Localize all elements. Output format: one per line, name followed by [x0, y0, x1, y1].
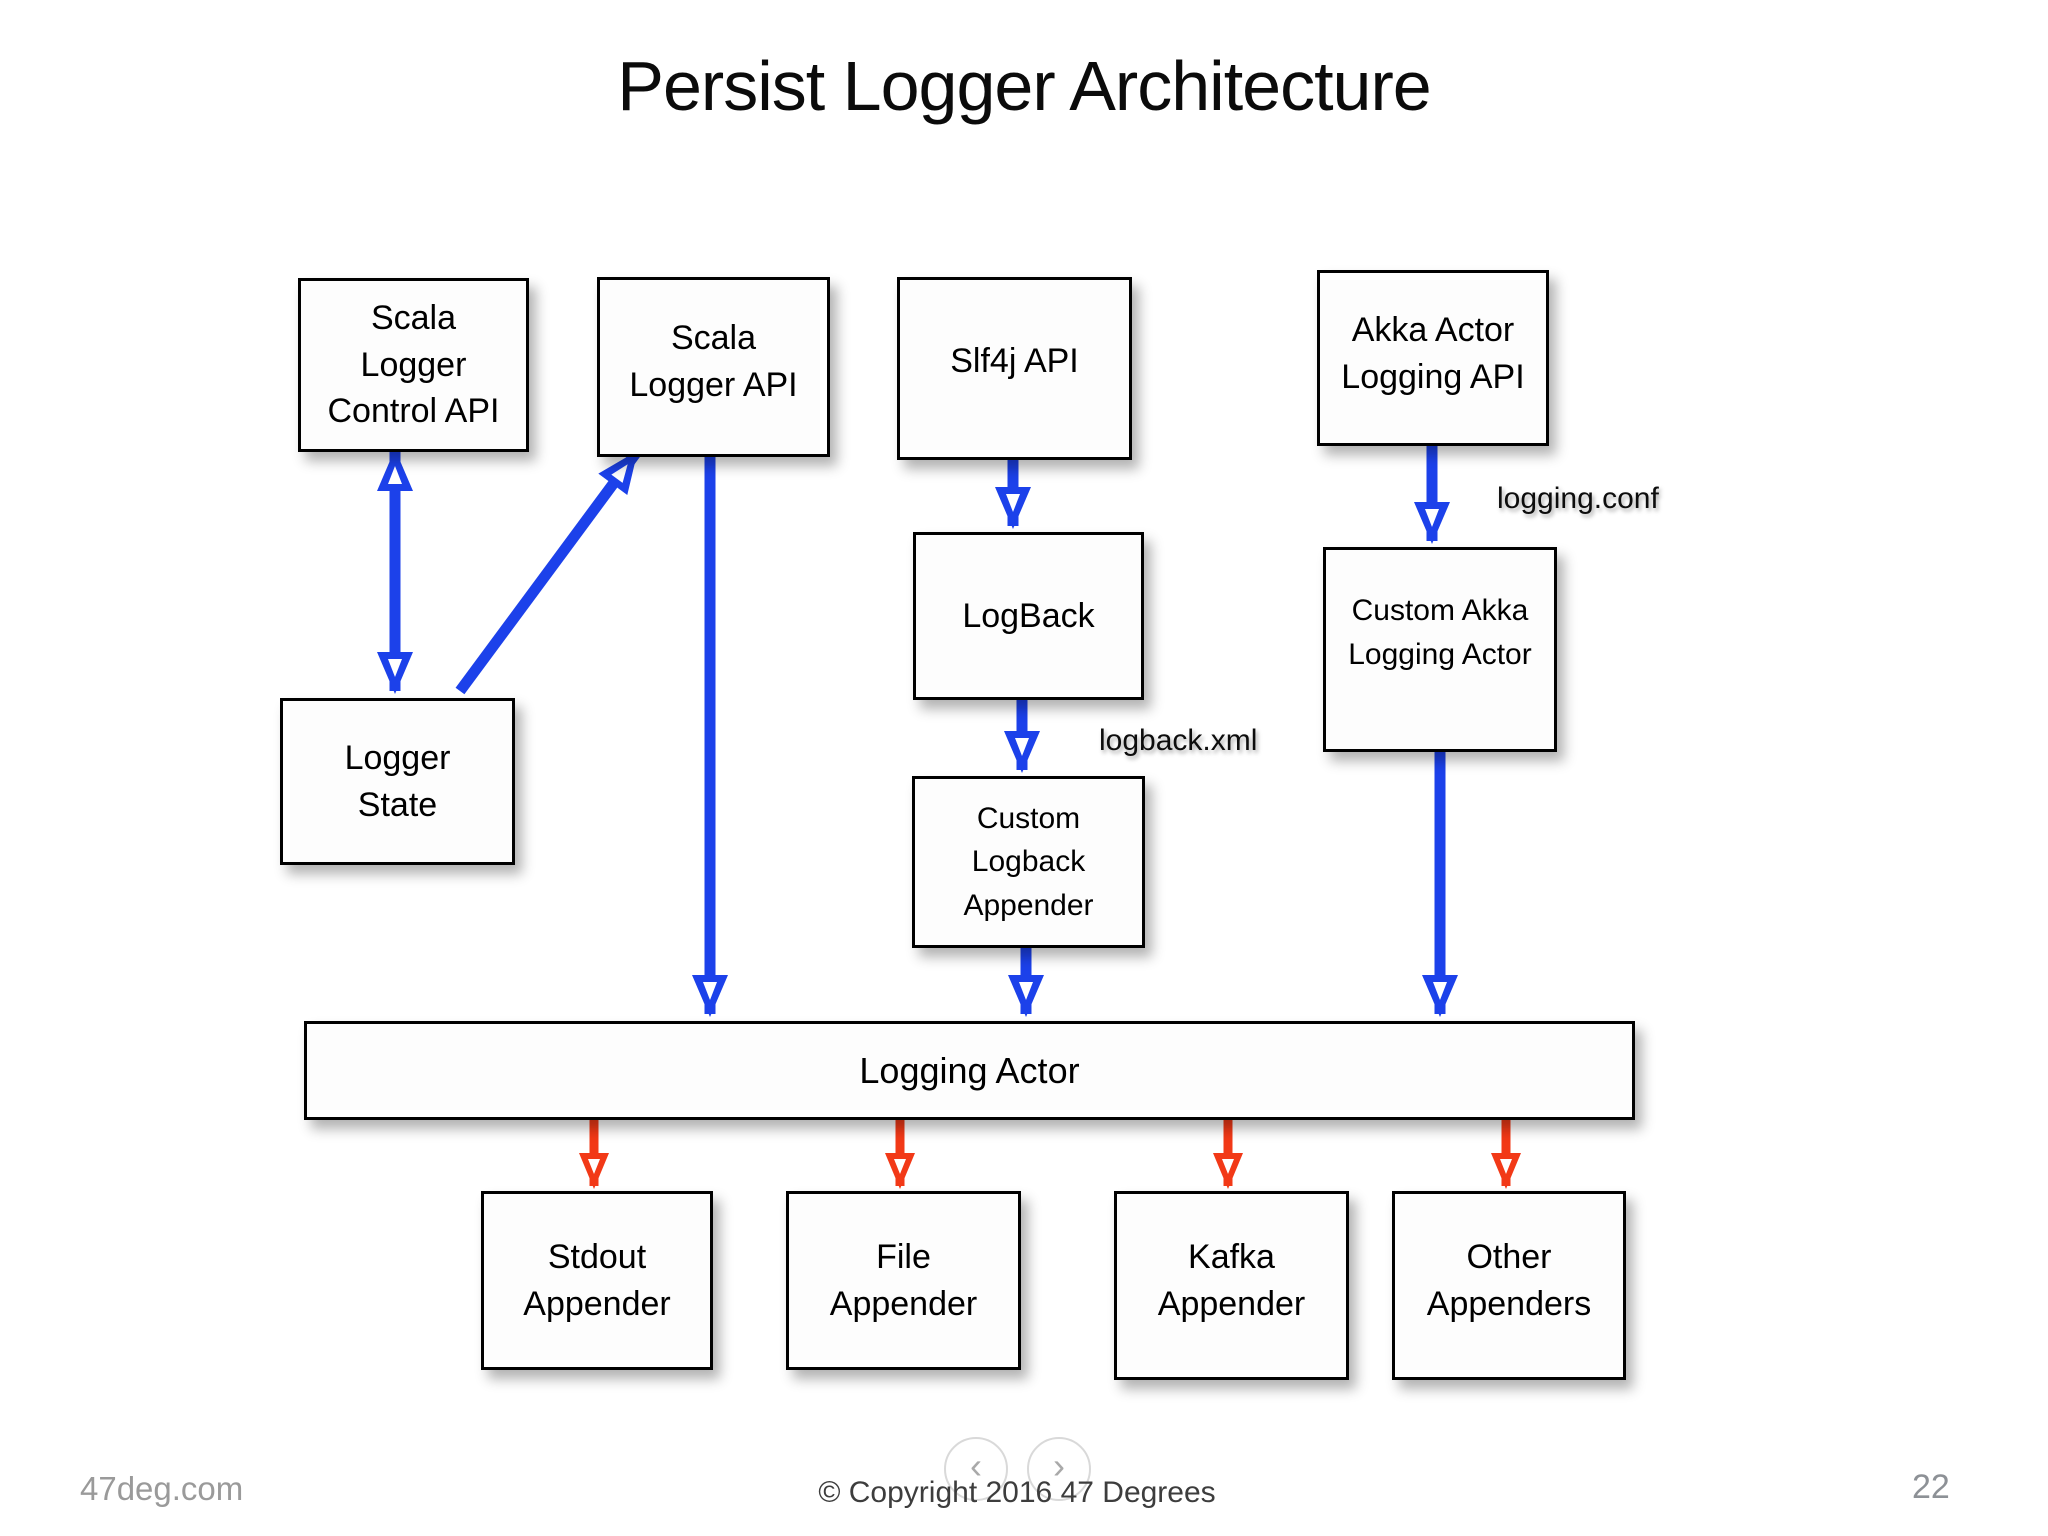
footer-copyright: © Copyright 2016 47 Degrees — [818, 1476, 1216, 1509]
page-number: 22 — [1912, 1468, 1950, 1506]
label-logback-xml: logback.xml — [1099, 724, 1258, 757]
next-slide-button[interactable]: › — [1027, 1437, 1091, 1501]
node-akka-actor-logging-api: Akka Actor Logging API — [1317, 270, 1549, 446]
edge-logger-state-scala-logger-api — [455, 449, 641, 695]
node-logger-state: Logger State — [280, 698, 515, 865]
node-logback: LogBack — [913, 532, 1144, 700]
node-other-appenders: Other Appenders — [1392, 1191, 1626, 1380]
prev-slide-button[interactable]: ‹ — [944, 1437, 1008, 1501]
label-logging-conf: logging.conf — [1497, 482, 1659, 515]
slide-title: Persist Logger Architecture — [617, 47, 1431, 125]
node-scala-logger-api: Scala Logger API — [597, 277, 830, 457]
chevron-left-icon: ‹ — [970, 1445, 982, 1486]
node-file-appender: File Appender — [786, 1191, 1021, 1370]
node-scala-logger-control-api: Scala Logger Control API — [298, 278, 529, 452]
node-stdout-appender: Stdout Appender — [481, 1191, 713, 1370]
node-custom-akka-logging-actor: Custom Akka Logging Actor — [1323, 547, 1557, 752]
node-logging-actor: Logging Actor — [304, 1021, 1635, 1120]
node-kafka-appender: Kafka Appender — [1114, 1191, 1349, 1380]
footer-site-url: 47deg.com — [80, 1470, 244, 1507]
node-slf4j-api: Slf4j API — [897, 277, 1132, 460]
node-custom-logback-appender: Custom Logback Appender — [912, 776, 1145, 948]
chevron-right-icon: › — [1053, 1445, 1065, 1486]
